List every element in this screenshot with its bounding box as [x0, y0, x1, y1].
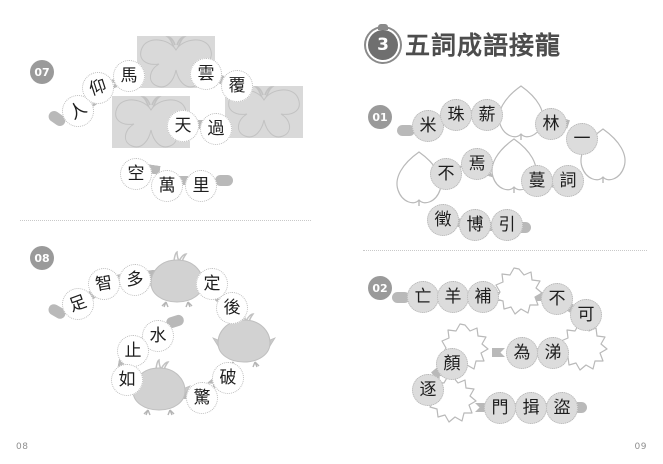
section-number-badge: 3: [368, 30, 398, 60]
chain-node[interactable]: 珠: [440, 99, 472, 131]
chain-end-tail: [569, 402, 587, 413]
chain-node[interactable]: 逐: [412, 374, 444, 406]
chain-node[interactable]: 為: [506, 337, 538, 369]
chain-link: [492, 348, 505, 357]
chain-node[interactable]: 可: [570, 299, 602, 331]
exercise-badge-07: 07: [30, 60, 54, 84]
folio-left: 08: [16, 442, 29, 452]
chain-end-tail: [215, 175, 233, 186]
chain-link: [178, 176, 191, 185]
butterfly-blank-shape[interactable]: [225, 86, 303, 138]
chain-node[interactable]: 徵: [427, 204, 459, 236]
chain-node[interactable]: 天: [167, 110, 199, 142]
chain-node[interactable]: 里: [185, 170, 217, 202]
chain-node[interactable]: 博: [459, 209, 491, 241]
chain-node[interactable]: 馬: [113, 60, 145, 92]
right-page: 3 五詞成語接龍 01: [331, 0, 663, 464]
chain-start-tail: [392, 292, 410, 303]
chain-node[interactable]: 亡: [407, 281, 439, 313]
chain-node[interactable]: 引: [491, 209, 523, 241]
chain-node[interactable]: 過: [200, 113, 232, 145]
section-heading: 3 五詞成語接龍: [368, 30, 561, 60]
exercise-badge-01: 01: [368, 105, 392, 129]
chain-node[interactable]: 薪: [471, 99, 503, 131]
exercise-badge-02: 02: [368, 276, 392, 300]
chain-link: [531, 292, 544, 301]
chain-node[interactable]: 雲: [190, 58, 222, 90]
section-divider: [20, 220, 311, 221]
chain-node[interactable]: 顏: [436, 348, 468, 380]
chain-start-tail: [397, 125, 415, 136]
chain-node[interactable]: 萬: [151, 170, 183, 202]
chain-node[interactable]: 一: [566, 123, 598, 155]
chain-node[interactable]: 破: [212, 362, 244, 394]
chain-node[interactable]: 定: [196, 268, 228, 300]
exercise-badge-08: 08: [30, 246, 54, 270]
chain-node[interactable]: 不: [541, 283, 573, 315]
chain-node[interactable]: 覆: [221, 70, 253, 102]
left-page: 07: [0, 0, 331, 464]
chain-node[interactable]: 林: [535, 108, 567, 140]
star-blank-shape[interactable]: [560, 323, 608, 372]
chain-node[interactable]: 門: [484, 392, 516, 424]
chain-node[interactable]: 空: [120, 158, 152, 190]
chain-node[interactable]: 揖: [515, 392, 547, 424]
chain-node[interactable]: 後: [216, 292, 248, 324]
chain-node[interactable]: 盜: [546, 392, 578, 424]
chain-node[interactable]: 止: [117, 335, 149, 367]
section-title: 五詞成語接龍: [405, 30, 562, 60]
chain-node[interactable]: 詞: [552, 165, 584, 197]
chain-node[interactable]: 多: [119, 264, 151, 296]
chain-node[interactable]: 補: [467, 281, 499, 313]
chain-node[interactable]: 如: [111, 364, 143, 396]
folio-right: 09: [634, 442, 647, 452]
section-divider: [363, 250, 647, 251]
chain-node[interactable]: 米: [412, 110, 444, 142]
chain-node[interactable]: 焉: [461, 148, 493, 180]
chain-link: [193, 120, 206, 129]
chain-link: [475, 403, 488, 412]
chain-node[interactable]: 涕: [537, 337, 569, 369]
chain-node[interactable]: 羊: [437, 281, 469, 313]
chain-node[interactable]: 蔓: [521, 165, 553, 197]
chain-node[interactable]: 驚: [186, 382, 218, 414]
chain-node[interactable]: 不: [430, 158, 462, 190]
star-blank-shape[interactable]: [495, 267, 543, 316]
